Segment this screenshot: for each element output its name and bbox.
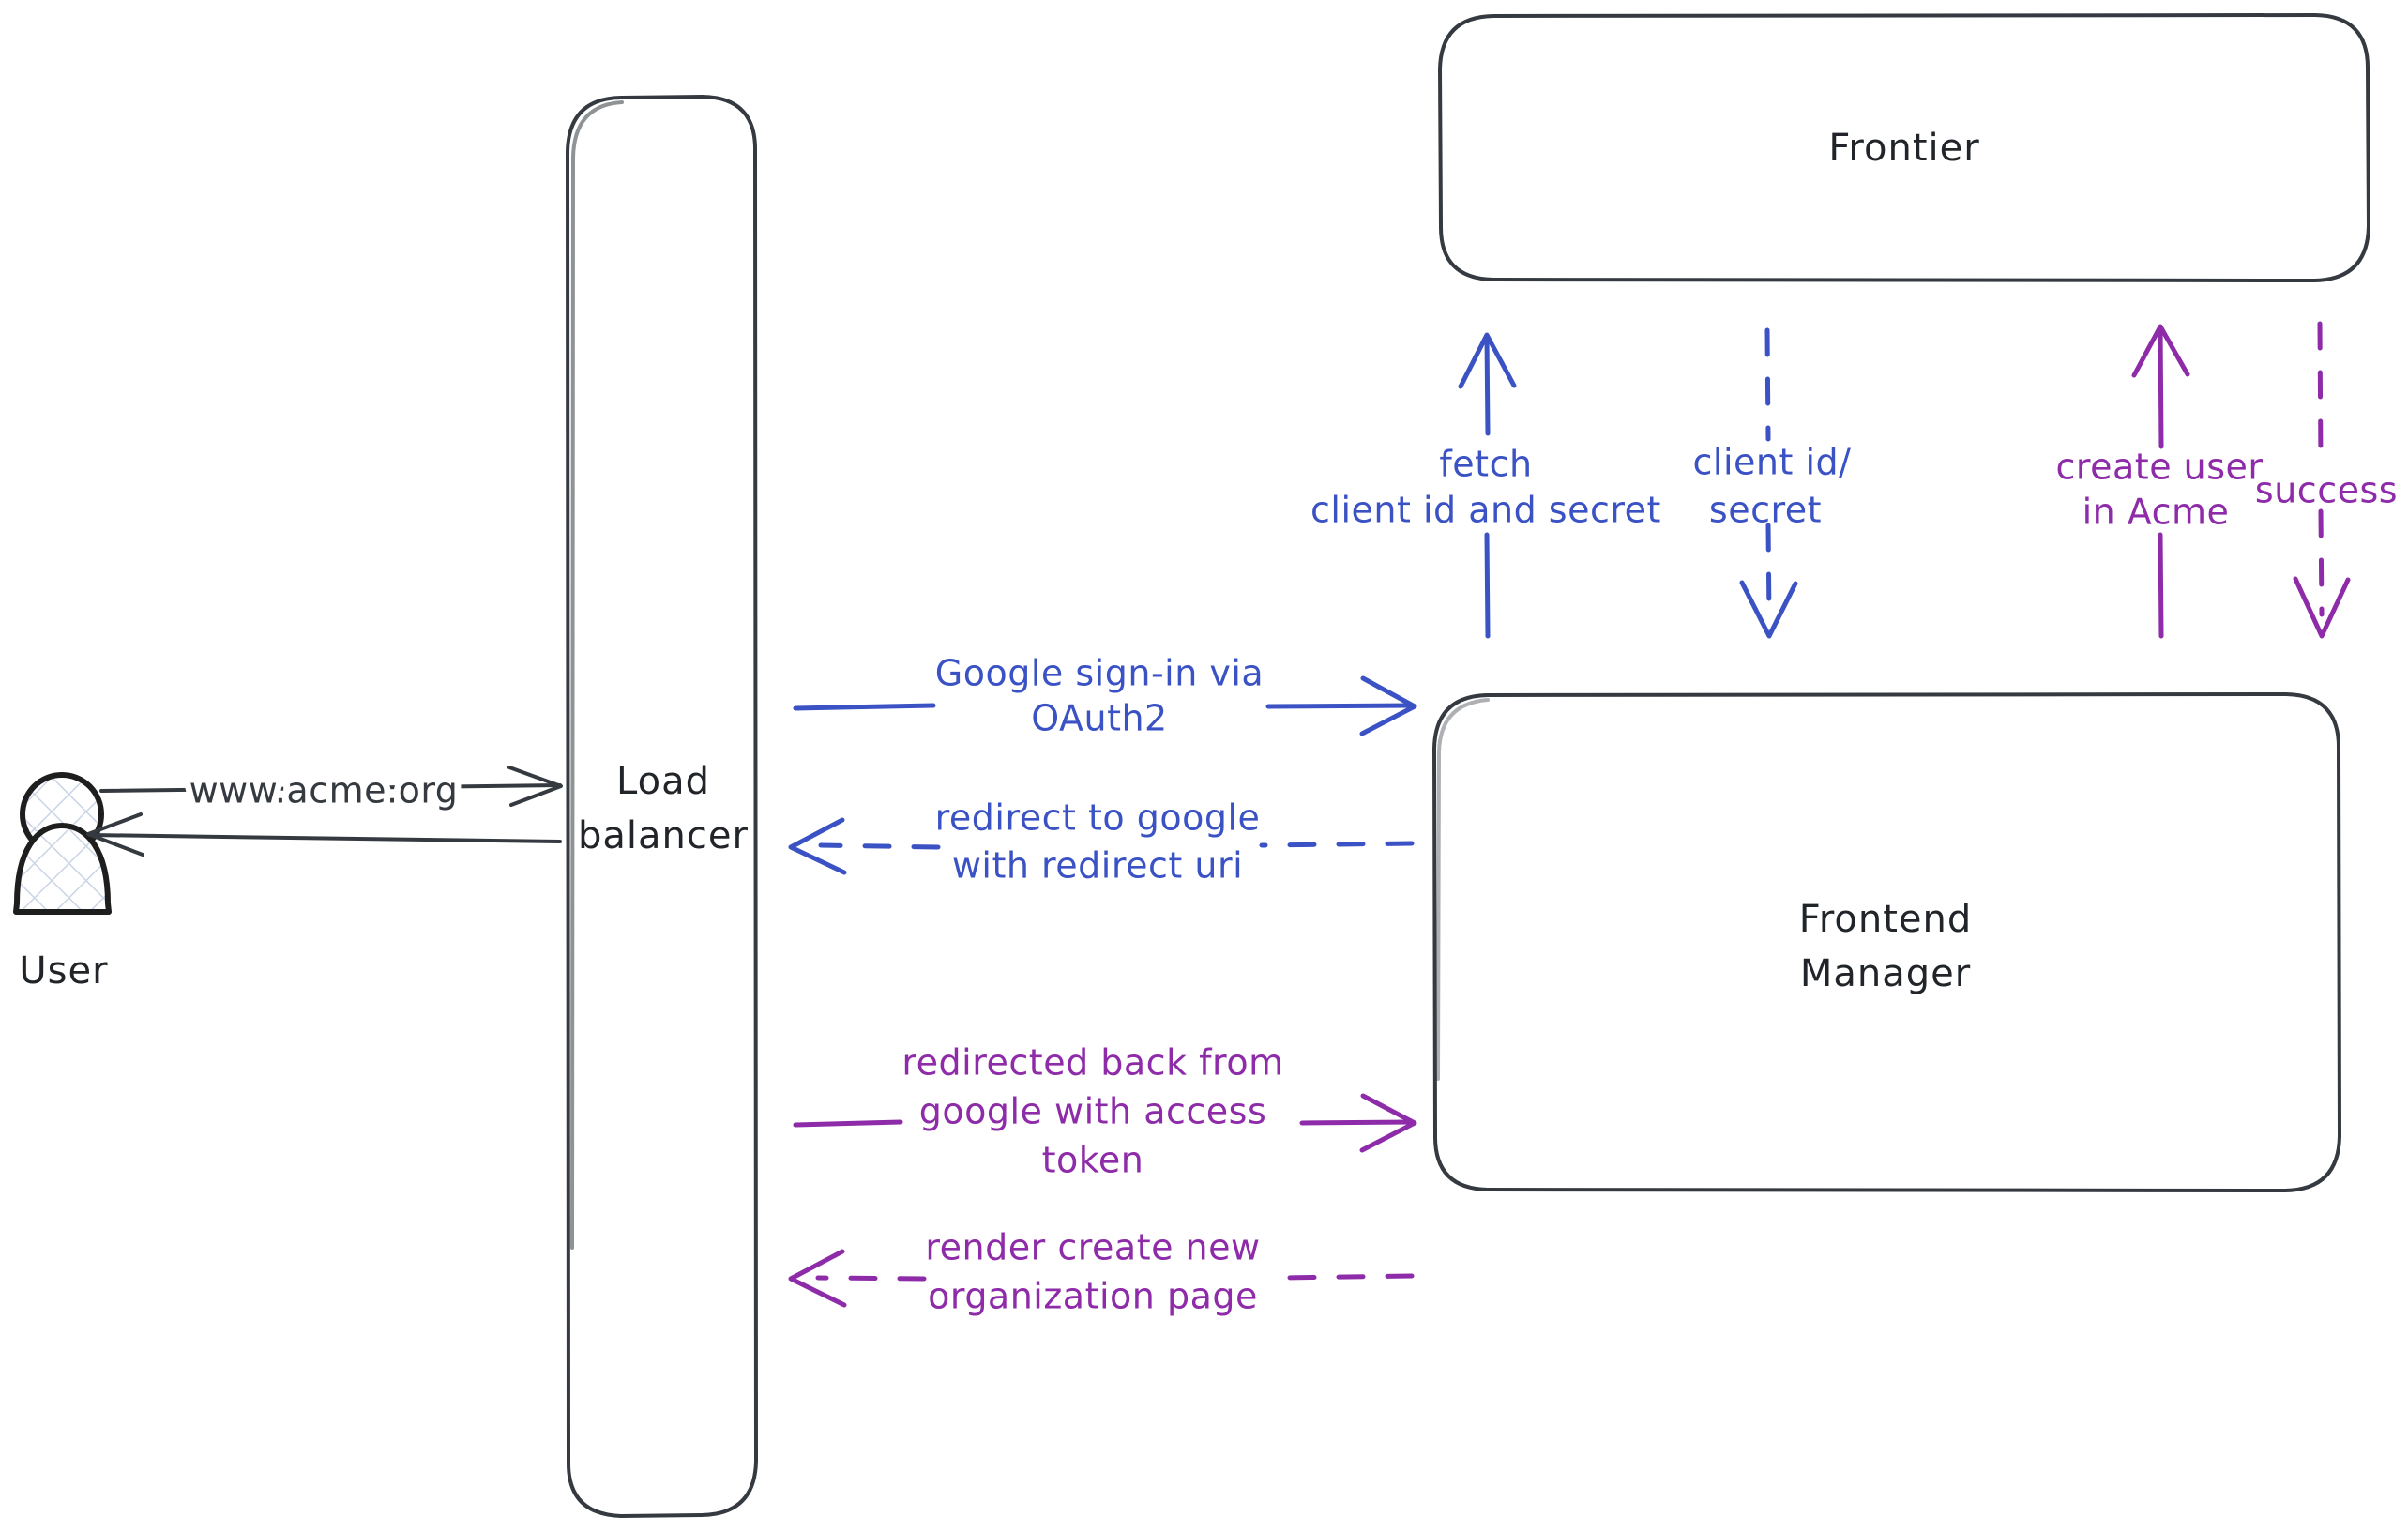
edge-signin-label-line2: OAuth2 — [1031, 698, 1167, 739]
edge-create-user-line-lower — [2158, 532, 2164, 639]
edge-create-user-arrowhead — [2131, 324, 2190, 378]
edge-clientid-label-line2: secret — [1709, 490, 1822, 531]
edge-clientid-label-line1: client id/ — [1693, 442, 1852, 483]
edge-fm-to-lb-render-org-page[interactable]: render create new organization page — [788, 1227, 1415, 1317]
edge-clientid-line-lower — [1765, 523, 1772, 622]
frontier-shape — [1438, 13, 2370, 282]
edge-render-arrowhead — [788, 1249, 847, 1308]
edge-success-label: success — [2255, 470, 2398, 511]
edge-redirect-label-line2: with redirect uri — [952, 845, 1243, 887]
edge-fm-to-frontier-create-user[interactable]: create user in Acme — [2055, 324, 2263, 639]
frontier-label: Frontier — [1828, 127, 1979, 170]
edge-signin-line-left — [793, 703, 936, 711]
edge-access-token-label-line3: token — [1042, 1140, 1144, 1181]
edge-fetch-line-lower — [1484, 532, 1491, 639]
edge-access-token-label-line2: google with access — [919, 1091, 1267, 1132]
edge-user-to-lb-label: www.acme.org — [189, 770, 459, 812]
edge-signin-label-line1: Google sign-in via — [935, 653, 1264, 694]
edge-access-token-line-right — [1299, 1119, 1415, 1126]
edge-create-user-label-line2: in Acme — [2082, 492, 2230, 533]
edge-fm-to-lb-redirect-google[interactable]: redirect to google with redirect uri — [788, 797, 1415, 887]
edge-lb-to-fm-access-token[interactable]: redirected back from google with access … — [793, 1042, 1417, 1181]
edge-lb-to-user-line — [88, 833, 562, 843]
edge-frontier-to-fm-success[interactable]: success — [2255, 321, 2398, 639]
edge-fetch-arrowhead — [1458, 332, 1517, 389]
frontend-manager-label-line2: Manager — [1800, 952, 1971, 995]
edge-fetch-line-upper — [1484, 334, 1491, 436]
load-balancer-shape-sketch-overlay — [570, 100, 624, 1250]
edge-user-to-load-balancer[interactable]: www.acme.org — [99, 764, 563, 818]
edge-clientid-line-upper — [1764, 327, 1771, 442]
edge-redirect-arrowhead — [788, 817, 847, 875]
edge-fetch-label-line2: client id and secret — [1310, 490, 1661, 531]
edge-create-user-line-upper — [2158, 326, 2164, 449]
edge-success-arrowhead — [2293, 576, 2351, 639]
edge-fm-to-frontier-fetch-credentials[interactable]: fetch client id and secret — [1310, 332, 1661, 639]
edge-redirect-label-line1: redirect to google — [935, 797, 1261, 839]
frontend-manager-shape — [1432, 692, 2341, 1192]
edge-signin-arrowhead — [1359, 675, 1417, 736]
user-actor[interactable]: User — [13, 772, 112, 993]
edge-render-label-line2: organization page — [928, 1276, 1258, 1317]
load-balancer-label-line2: balancer — [578, 814, 749, 857]
edge-frontier-to-fm-client-credentials[interactable]: client id/ secret — [1693, 327, 1852, 639]
edge-signin-line-right — [1265, 703, 1415, 709]
edge-fetch-label-line1: fetch — [1439, 444, 1532, 485]
edge-access-token-label-line1: redirected back from — [901, 1042, 1283, 1084]
edge-success-line-upper — [2317, 321, 2324, 467]
edge-render-line-right — [1278, 1273, 1415, 1281]
edge-redirect-line-right — [1259, 841, 1415, 848]
edge-render-line-left — [815, 1275, 927, 1282]
load-balancer-shape — [566, 95, 758, 1518]
node-frontier[interactable]: Frontier — [1438, 13, 2370, 282]
edge-success-line-lower — [2318, 508, 2325, 617]
frontend-manager-shape-sketch-overlay — [1436, 698, 1490, 1081]
edge-user-to-lb-arrowhead — [507, 766, 563, 807]
edge-clientid-arrowhead — [1739, 580, 1798, 639]
node-frontend-manager[interactable]: Frontend Manager — [1432, 692, 2341, 1192]
node-load-balancer[interactable]: Load balancer — [566, 95, 758, 1518]
user-body-icon — [13, 823, 112, 915]
load-balancer-label-line1: Load — [616, 760, 710, 803]
edge-access-token-line-left — [793, 1119, 903, 1128]
edge-redirect-line-left — [818, 842, 941, 850]
frontend-manager-label-line1: Frontend — [1799, 898, 1973, 941]
edge-lb-to-fm-google-signin[interactable]: Google sign-in via OAuth2 — [793, 653, 1417, 739]
edge-create-user-label-line1: create user — [2055, 447, 2263, 488]
edge-user-to-lb-line — [99, 783, 562, 793]
edge-access-token-arrowhead — [1359, 1093, 1417, 1153]
user-actor-label: User — [19, 949, 108, 993]
edge-load-balancer-to-user[interactable] — [86, 812, 562, 857]
edge-lb-to-user-arrowhead — [86, 812, 144, 857]
edge-render-label-line1: render create new — [925, 1227, 1260, 1268]
